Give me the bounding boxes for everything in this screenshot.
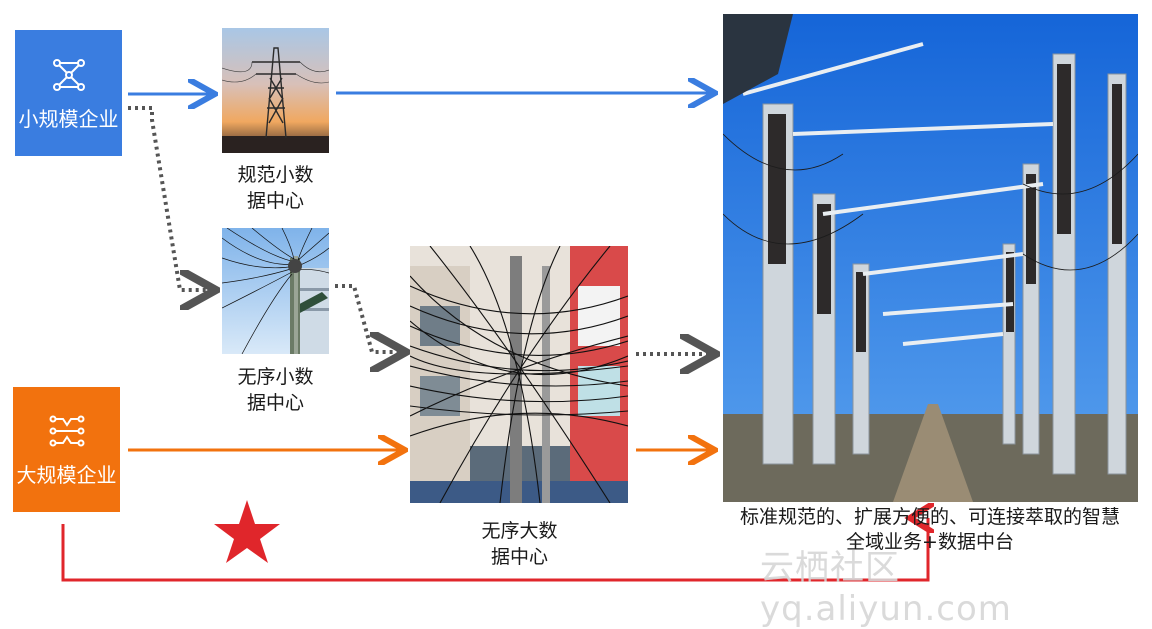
caption-line: 据中心 (246, 190, 304, 212)
caption-line: 据中心 (490, 546, 548, 568)
small-enterprise-label: 小规模企业 (18, 106, 119, 131)
substation-photo (723, 14, 1138, 502)
dotted-arrow-small-to-pole (128, 106, 212, 290)
caption-line: 无序小数 (237, 366, 314, 388)
red-direct-path (61, 518, 928, 582)
large-enterprise-label: 大规模企业 (16, 463, 117, 487)
caption-line: 无序大数 (481, 520, 558, 542)
network-icon (52, 58, 85, 91)
large-enterprise-box: 大规模企业 (13, 387, 120, 512)
tangled-wires-photo (410, 246, 628, 503)
star-icon (214, 500, 280, 563)
caption-line: 全域业务+数据中台 (846, 531, 1014, 553)
caption-line: 据中心 (246, 392, 304, 414)
utility-pole-photo (222, 228, 329, 354)
small-enterprise-box: 小规模企业 (15, 30, 122, 156)
unordered-large-dc-caption: 无序大数 据中心 (459, 518, 580, 570)
watermark: 云栖社区 yq.aliyun.com (760, 548, 1012, 629)
regular-small-dc-caption: 规范小数 据中心 (215, 162, 336, 214)
circuit-icon (49, 415, 84, 447)
dotted-arrow-pole-to-wires (335, 284, 402, 352)
connector-layer (61, 0, 1152, 582)
final-platform-caption: 标准规范的、扩展方便的、可连接萃取的智慧 全域业务+数据中台 (708, 505, 1152, 555)
transmission-tower-photo (222, 28, 329, 153)
caption-line: 标准规范的、扩展方便的、可连接萃取的智慧 (739, 506, 1120, 528)
caption-line: 规范小数 (237, 164, 314, 186)
unordered-small-dc-caption: 无序小数 据中心 (215, 364, 336, 416)
